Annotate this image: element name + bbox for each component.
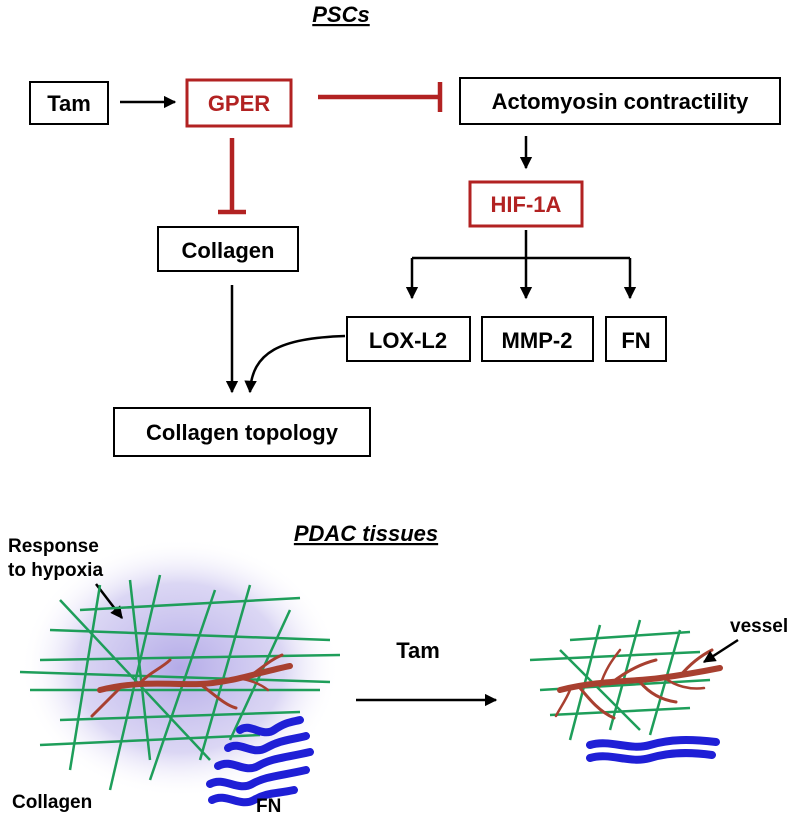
left-vessel — [90, 653, 293, 718]
hif-branch-arrows — [405, 230, 637, 300]
tam-node: Tam — [29, 81, 109, 125]
topology-label: Collagen topology — [146, 420, 339, 445]
right-fn-fibers — [586, 736, 720, 764]
hif-label: HIF-1A — [491, 192, 562, 217]
topology-node: Collagen topology — [113, 407, 371, 457]
psc-heading: PSCs — [312, 2, 369, 27]
pdac-heading: PDAC tissues — [294, 521, 438, 546]
mmp-label: MMP-2 — [502, 328, 573, 353]
gper-inhibit-actomyosin — [318, 82, 443, 112]
actomyosin-node: Actomyosin contractility — [459, 77, 781, 125]
right-vessel — [554, 648, 723, 720]
tam-treatment-label: Tam — [396, 638, 440, 663]
left-fn-fibers — [206, 716, 314, 807]
vessel-label: vessel — [730, 616, 788, 637]
lox-node: LOX-L2 — [346, 316, 471, 362]
collagen-node: Collagen — [157, 226, 299, 272]
gper-node: GPER — [185, 78, 293, 128]
fn-label: FN — [621, 328, 650, 353]
collagen-label: Collagen — [182, 238, 275, 263]
response-line1: Response — [8, 536, 99, 557]
gper-label: GPER — [208, 91, 270, 116]
tam-label: Tam — [47, 91, 91, 116]
mmp-node: MMP-2 — [481, 316, 594, 362]
collagen-tissue-label: Collagen — [12, 792, 92, 813]
vessel-arrow — [702, 638, 739, 664]
fn-tissue-label: FN — [256, 796, 281, 817]
lox-label: LOX-L2 — [369, 328, 447, 353]
lox-to-topology-arrow — [244, 334, 346, 394]
response-line2: to hypoxia — [8, 560, 103, 581]
actomyosin-label: Actomyosin contractility — [492, 89, 749, 114]
hif-node: HIF-1A — [468, 180, 584, 228]
fn-node: FN — [605, 316, 667, 362]
gper-inhibit-collagen — [218, 138, 246, 215]
